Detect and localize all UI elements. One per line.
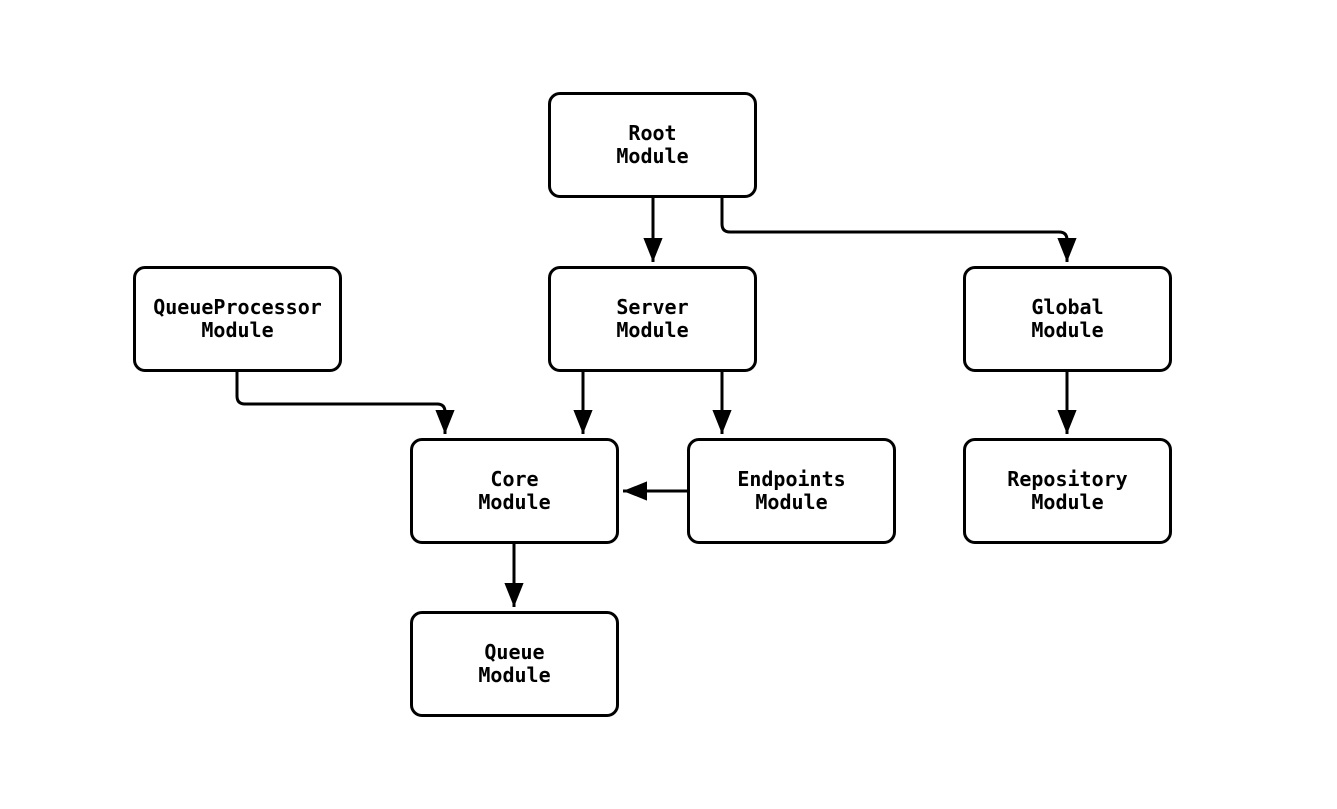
node-server-module: Server Module [548, 266, 757, 372]
node-queueprocessor-module: QueueProcessor Module [133, 266, 342, 372]
node-label-line: Module [201, 318, 274, 342]
node-label-line: QueueProcessor [153, 295, 322, 319]
node-label-line: Core [490, 467, 539, 491]
node-label-line: Global [1031, 295, 1104, 319]
node-endpoints-module: Endpoints Module [687, 438, 896, 544]
node-label-line: Queue [484, 640, 545, 664]
node-core-module: Core Module [410, 438, 619, 544]
node-label-line: Module [478, 663, 551, 687]
node-label-line: Module [478, 490, 551, 514]
edge-queueprocessor-to-core [235, 372, 455, 434]
edge-root-to-global [720, 198, 1077, 262]
node-repository-module: Repository Module [963, 438, 1172, 544]
node-global-module: Global Module [963, 266, 1172, 372]
node-label-line: Module [616, 144, 689, 168]
node-label-line: Module [616, 318, 689, 342]
node-label-line: Endpoints [737, 467, 846, 491]
node-label-line: Module [755, 490, 828, 514]
node-label-line: Module [1031, 490, 1104, 514]
node-label-line: Repository [1007, 467, 1128, 491]
node-label-line: Root [628, 121, 677, 145]
node-queue-module: Queue Module [410, 611, 619, 717]
node-label-line: Module [1031, 318, 1104, 342]
node-label-line: Server [616, 295, 689, 319]
node-root-module: Root Module [548, 92, 757, 198]
